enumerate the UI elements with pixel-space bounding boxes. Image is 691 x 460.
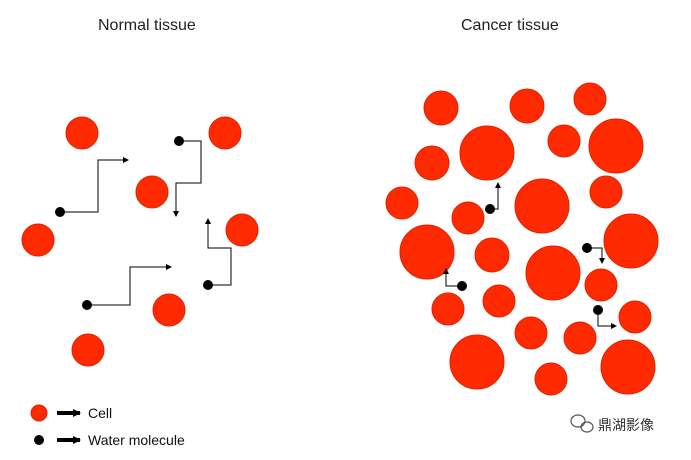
water-molecule (485, 204, 495, 214)
cancer-tissue-panel (385, 82, 659, 396)
water-molecule (582, 243, 592, 253)
legend-cell-swatch (30, 404, 48, 422)
cell (474, 237, 510, 273)
cancer-water-molecules (457, 204, 603, 315)
water-path (87, 264, 172, 306)
cell (547, 124, 581, 158)
water-path (60, 157, 129, 213)
cell (135, 175, 169, 209)
cell (514, 316, 548, 350)
cell (563, 321, 597, 355)
legend (30, 404, 81, 445)
cell (603, 213, 659, 269)
cancer-cells (385, 82, 659, 396)
legend-water-label: Water molecule (88, 432, 185, 448)
cell (451, 201, 485, 235)
normal-tissue-title: Normal tissue (98, 17, 196, 34)
water-molecule (203, 280, 213, 290)
water-path (205, 218, 232, 286)
water-path (173, 140, 202, 217)
cell (152, 293, 186, 327)
legend-water-swatch (34, 435, 44, 445)
water-molecule (593, 305, 603, 315)
cell (71, 333, 105, 367)
cell (589, 175, 623, 209)
wechat-icon (570, 414, 594, 433)
cell (431, 292, 465, 326)
cell (525, 245, 581, 301)
water-molecule (457, 281, 467, 291)
cell (225, 213, 259, 247)
cell (600, 339, 656, 395)
cell (618, 300, 652, 334)
cancer-tissue-title: Cancer tissue (461, 17, 559, 34)
water-path (597, 310, 617, 329)
cell (208, 116, 242, 150)
cell (21, 223, 55, 257)
normal-water-paths (60, 140, 232, 306)
water-molecule (174, 136, 184, 146)
legend-cell-label: Cell (88, 405, 113, 421)
water-molecule (55, 207, 65, 217)
cell (459, 125, 515, 181)
normal-water-molecules (55, 136, 213, 310)
cell (449, 334, 505, 390)
cell (584, 268, 618, 302)
cell (509, 88, 545, 124)
cell (573, 82, 607, 116)
cell (399, 224, 455, 280)
watermark-text: 鼎湖影像 (598, 418, 654, 434)
cell (534, 362, 568, 396)
water-path (443, 268, 462, 287)
cell (414, 145, 450, 181)
cell (65, 116, 99, 150)
water-molecule (82, 300, 92, 310)
cell (514, 178, 570, 234)
cell (385, 186, 419, 220)
cell (482, 284, 516, 318)
normal-cells (21, 116, 259, 367)
cell (588, 118, 644, 174)
cell (423, 90, 459, 126)
normal-tissue-panel (21, 116, 259, 367)
